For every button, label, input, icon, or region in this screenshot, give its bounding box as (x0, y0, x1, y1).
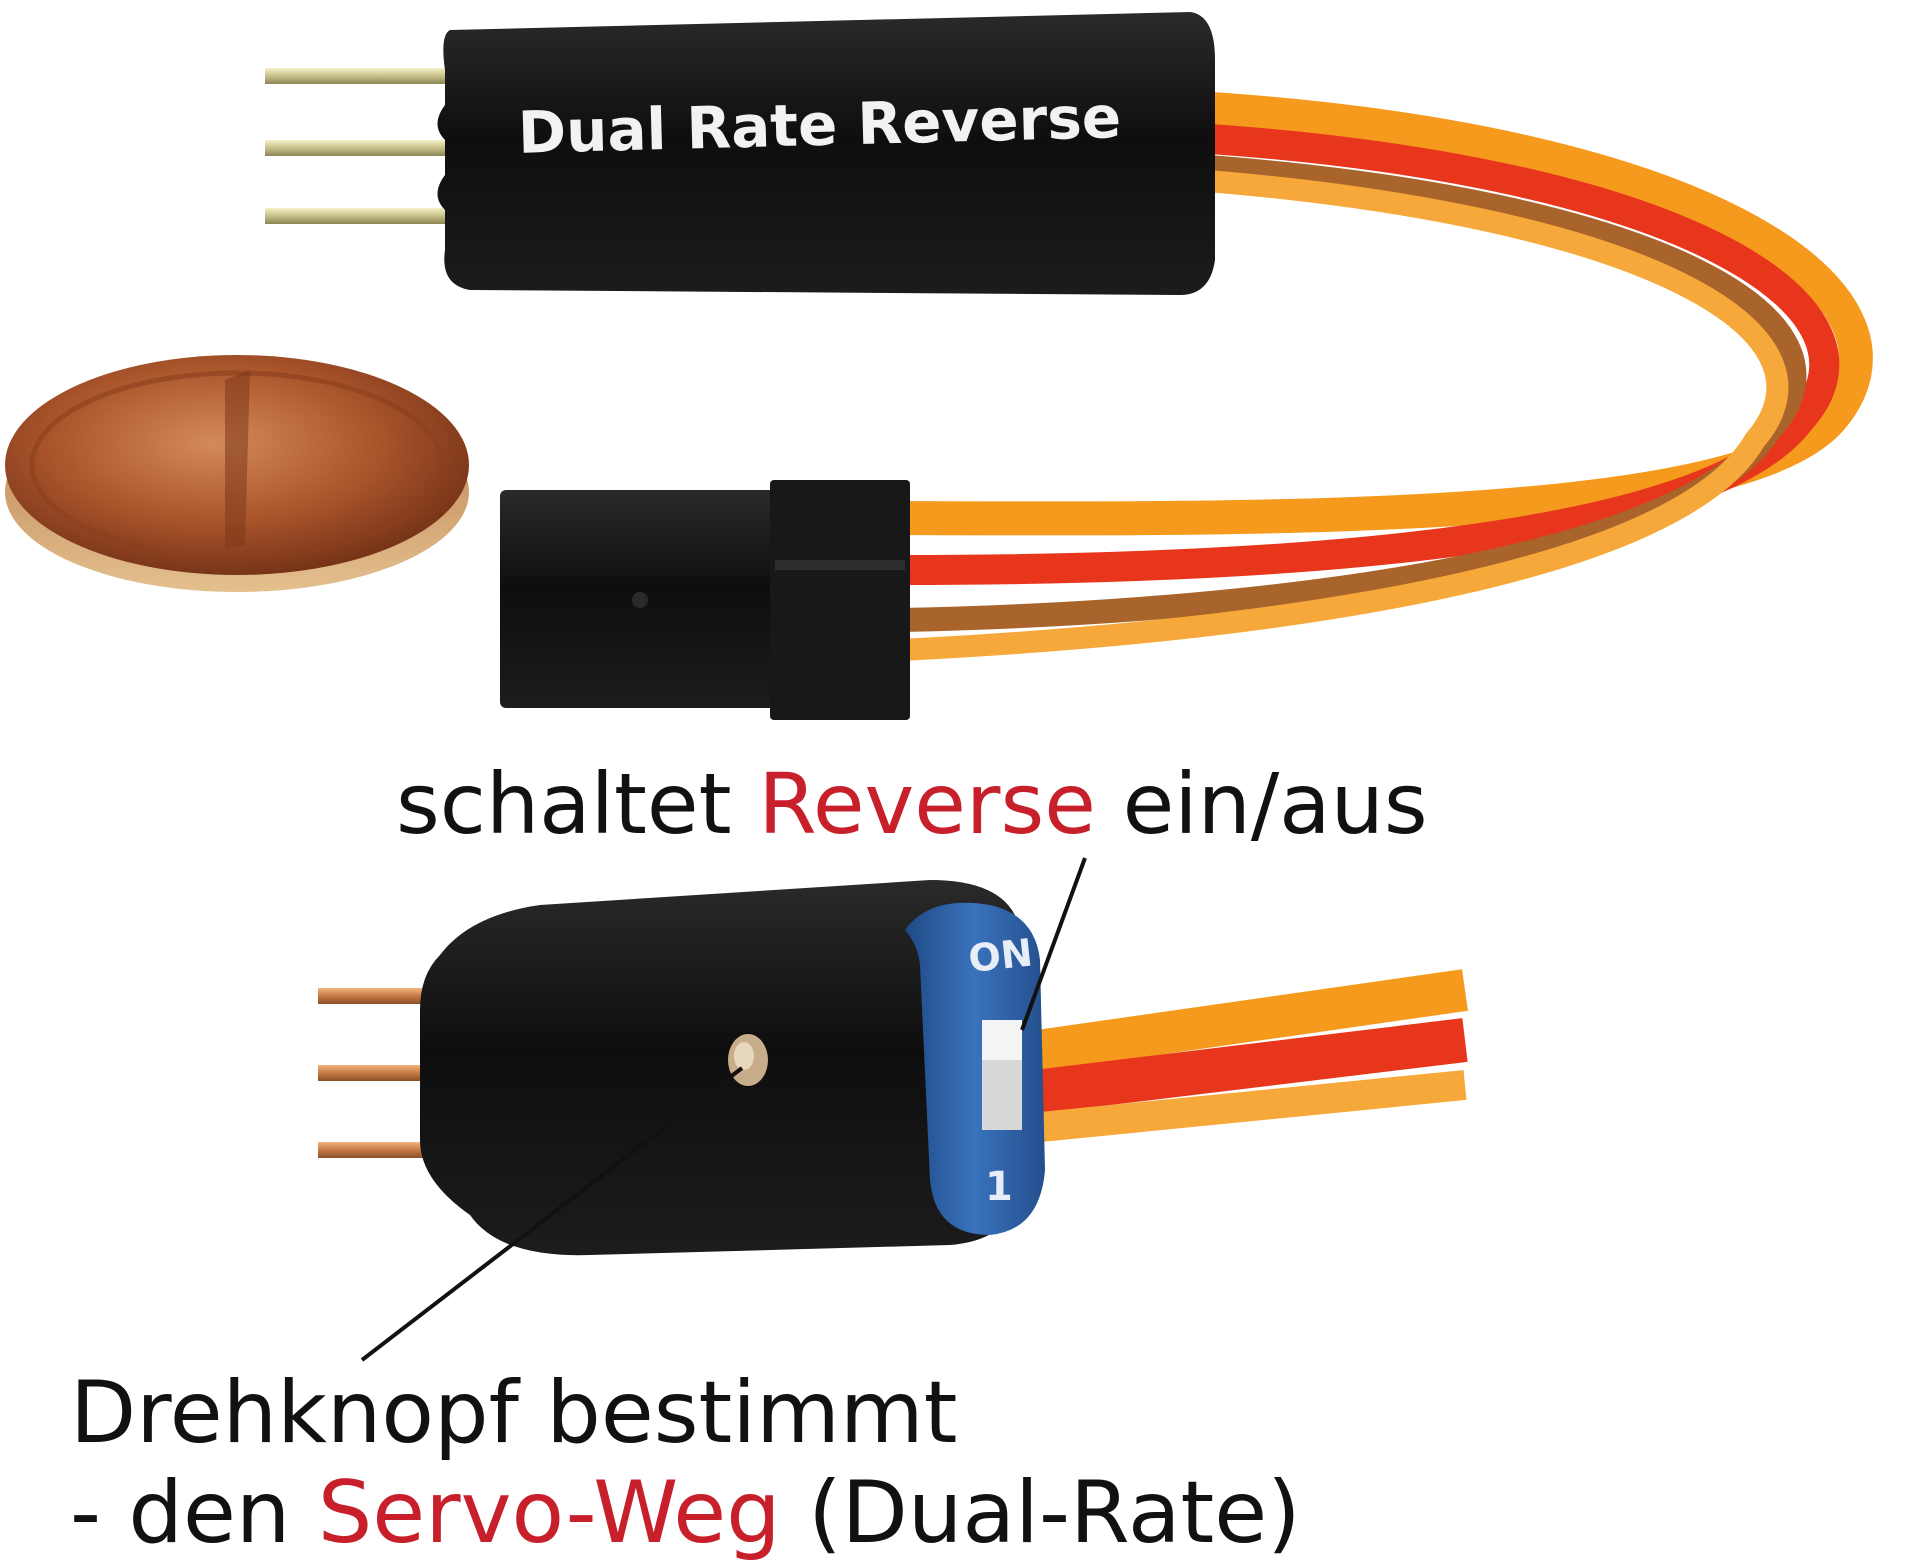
servo-cable-top (883, 91, 1873, 661)
caption-reverse: schaltet Reverse ein/aus (396, 762, 1428, 846)
coin (5, 355, 469, 592)
caption-knob-line2-highlight: Servo-Weg (317, 1463, 781, 1563)
dip-switch: ON 1 (905, 902, 1045, 1235)
caption-knob-line2-after: (Dual-Rate) (780, 1463, 1301, 1563)
caption-knob-line2: - den Servo-Weg (Dual-Rate) (70, 1470, 1301, 1556)
servo-plug (500, 480, 910, 720)
switch-number-label: 1 (985, 1164, 1013, 1210)
caption-knob-line2-before: - den (70, 1463, 318, 1563)
device-label: Dual Rate Reverse (517, 83, 1122, 167)
caption-reverse-before: schaltet (396, 755, 759, 853)
annotation-lines (360, 857, 1087, 1362)
dual-rate-reverse-module: Dual Rate Reverse (437, 12, 1215, 295)
caption-reverse-highlight: Reverse (758, 755, 1096, 853)
connector-pins-bottom (318, 988, 428, 1158)
caption-reverse-after: ein/aus (1095, 755, 1428, 853)
caption-knob-line1: Drehknopf bestimmt (70, 1363, 958, 1463)
switch-on-label: ON (966, 930, 1034, 980)
servo-cable-bottom (1007, 969, 1468, 1145)
connector-pins-top (265, 68, 445, 224)
